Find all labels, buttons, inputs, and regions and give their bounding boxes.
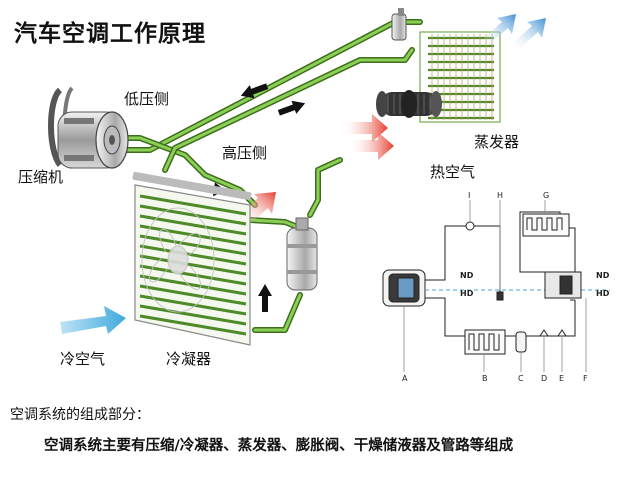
label-condenser: 冷凝器 [166, 350, 212, 368]
condenser [132, 171, 252, 346]
compressor [48, 86, 129, 170]
cold-air-arrows [60, 14, 546, 334]
schematic-nd-left: ND [460, 271, 474, 280]
schematic-letter-f: F [583, 374, 588, 383]
blower [376, 90, 442, 118]
schematic-letter-h: H [497, 191, 504, 200]
schematic-letter-d: D [541, 374, 548, 383]
schematic-letter-i: I [468, 191, 471, 200]
schematic-hd-left: HD [460, 289, 474, 298]
schematic-letter-e: E [559, 374, 565, 383]
label-compressor: 压缩机 [18, 168, 64, 186]
label-cold-air: 冷空气 [60, 350, 106, 368]
footer-text: 空调系统主要有压缩/冷凝器、蒸发器、膨胀阀、干燥储液器及管路等组成 [44, 438, 514, 454]
schematic [382, 200, 610, 372]
flow-arrows [197, 83, 306, 312]
page-title: 汽车空调工作原理 [14, 21, 206, 47]
schematic-letter-c: C [518, 374, 524, 383]
footer-heading: 空调系统的组成部分： [10, 407, 150, 423]
evaporator [391, 8, 501, 123]
schematic-letter-a: A [402, 374, 408, 383]
refrigerant-pipes [115, 19, 423, 333]
receiver-drier [286, 217, 318, 291]
schematic-nd-right: ND [596, 271, 610, 280]
schematic-letter-g: G [543, 191, 550, 200]
schematic-letter-b: B [482, 374, 488, 383]
label-evaporator: 蒸发器 [474, 133, 520, 151]
label-low-pressure-side: 低压侧 [124, 90, 170, 108]
label-hot-air: 热空气 [430, 163, 476, 181]
label-high-pressure-side: 高压侧 [222, 144, 268, 162]
schematic-hd-right: HD [596, 289, 610, 298]
